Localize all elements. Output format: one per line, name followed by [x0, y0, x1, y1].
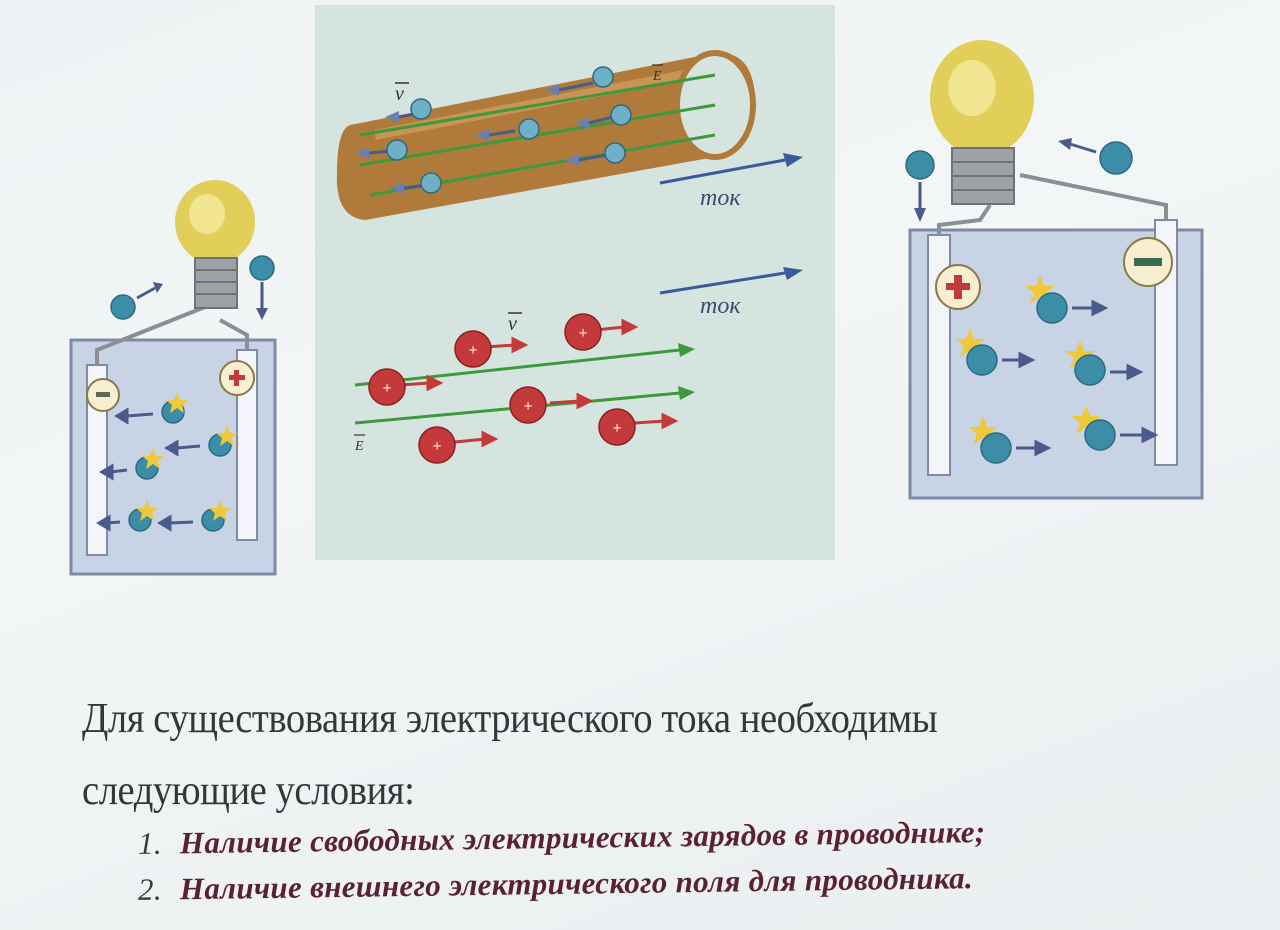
arrow — [136, 286, 156, 300]
right-wire — [1019, 173, 1168, 220]
field-label-top: E — [652, 69, 662, 84]
star — [1065, 340, 1095, 369]
star — [209, 500, 231, 521]
star — [136, 500, 158, 521]
center-panel: v E ток ток E v — [315, 5, 835, 560]
star-group — [955, 275, 1101, 445]
heading-line-2: следующие условия: — [82, 768, 415, 814]
ion-group — [966, 292, 1116, 464]
electron — [110, 294, 136, 320]
electron — [1036, 292, 1068, 324]
electron — [249, 255, 275, 281]
positive-charge — [418, 426, 456, 464]
arrow — [1069, 142, 1097, 154]
electron — [966, 344, 998, 376]
plus-label: + — [382, 380, 391, 397]
ion-arrows — [1002, 299, 1159, 457]
condition-text: Наличие внешнего электрического поля для… — [179, 860, 974, 907]
current-label-bottom: ток — [700, 293, 741, 319]
electron — [980, 432, 1012, 464]
left-wire — [937, 203, 992, 235]
star — [968, 416, 998, 445]
star — [955, 328, 985, 357]
arrowhead — [783, 267, 803, 280]
electron — [1074, 354, 1106, 386]
plus-label: + — [523, 398, 532, 415]
positive-charge — [564, 313, 602, 351]
velocity-label-bottom: v — [508, 313, 517, 335]
positive-charge — [509, 386, 547, 424]
electron — [905, 150, 935, 180]
left-battery-diagram — [69, 180, 277, 576]
electron — [420, 172, 442, 194]
arrowhead — [1058, 138, 1072, 150]
star — [216, 425, 238, 446]
current-arrow-top — [659, 158, 786, 185]
plus-sign — [954, 275, 962, 299]
heading-line-1: Для существования электрического тока не… — [82, 696, 938, 742]
electron — [604, 142, 626, 164]
electron — [386, 139, 408, 161]
condition-item: 1. Наличие свободных электрических зарядо… — [138, 814, 986, 862]
plus-sign — [234, 370, 239, 386]
bulb-highlight — [948, 60, 996, 116]
positive-charges: + + + + + + — [368, 313, 679, 464]
ion-arrows — [96, 407, 201, 532]
bulb-highlight — [189, 194, 225, 234]
star — [1025, 275, 1055, 304]
plus-label: + — [468, 342, 477, 359]
left-wire — [95, 303, 211, 365]
electron — [1099, 141, 1133, 175]
electron — [410, 98, 432, 120]
condition-text: Наличие свободных электрических зарядов … — [179, 814, 986, 861]
star-group — [136, 392, 238, 521]
star — [166, 392, 188, 413]
electron — [610, 104, 632, 126]
current-arrow-bottom — [659, 271, 786, 295]
arrowhead — [678, 343, 695, 357]
positive-charge — [368, 368, 406, 406]
positive-charge — [598, 408, 636, 446]
current-label-top: ток — [700, 185, 741, 211]
minus-sign — [96, 392, 110, 397]
conductor-electrons — [355, 66, 632, 194]
electron — [1084, 419, 1116, 451]
conductor-cylinder — [336, 52, 755, 220]
star — [142, 448, 164, 469]
plus-label: + — [432, 438, 441, 455]
plus-label: + — [612, 420, 621, 437]
conductor-diagram: v E ток ток E v — [336, 50, 803, 464]
velocity-label-top: v — [395, 83, 404, 105]
right-battery-diagram — [905, 40, 1204, 500]
electron — [518, 118, 540, 140]
arrowhead — [256, 308, 268, 320]
condition-item: 2. Наличие внешнего электрического поля д… — [138, 860, 973, 908]
arrowhead — [914, 208, 926, 222]
star — [1071, 405, 1101, 434]
arrowhead — [153, 282, 163, 293]
arrowhead — [678, 386, 695, 400]
plus-label: + — [578, 325, 587, 342]
ion-group — [128, 400, 232, 532]
field-label-bottom: E — [354, 439, 364, 454]
electron — [592, 66, 614, 88]
right-wire — [219, 318, 249, 350]
condition-number: 2. — [137, 871, 163, 907]
arrowhead — [783, 153, 803, 167]
minus-sign — [1134, 258, 1162, 266]
positive-charge — [454, 330, 492, 368]
condition-number: 1. — [137, 825, 163, 861]
